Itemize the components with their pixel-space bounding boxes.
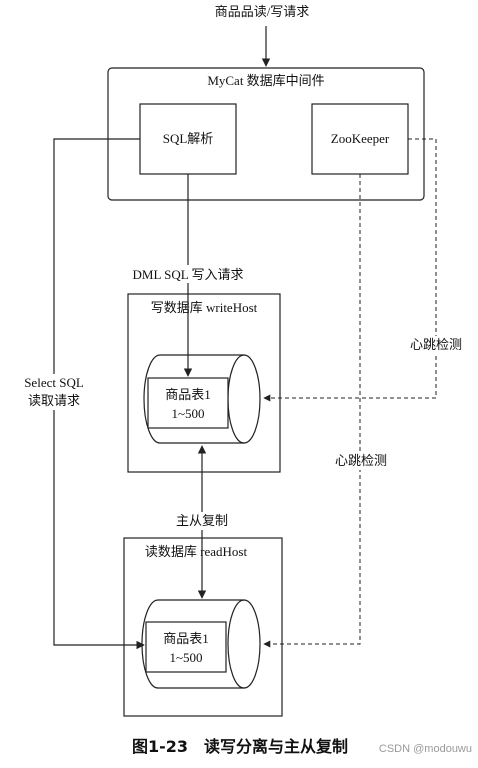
heartbeat-read-label: 心跳检测 <box>335 453 387 468</box>
write-table-range: 1~500 <box>171 406 204 421</box>
mycat-middleware-box <box>107 67 425 201</box>
read-table-range: 1~500 <box>169 650 202 665</box>
watermark: CSDN @modouwu <box>379 743 472 755</box>
read-db-title: 读数据库 readHost <box>145 544 248 559</box>
read-table-box <box>145 621 227 673</box>
heartbeat-write-label: 心跳检测 <box>410 337 462 352</box>
sql-parser-label: SQL解析 <box>163 131 214 146</box>
read-table-name: 商品表1 <box>163 631 209 646</box>
select-read-label-2: 读取请求 <box>28 393 80 408</box>
figure-caption: 图1-23 读写分离与主从复制 <box>132 737 348 756</box>
replication-label: 主从复制 <box>176 513 228 528</box>
mycat-middleware-title: MyCat 数据库中间件 <box>207 73 324 88</box>
input-request-label: 商品品读/写请求 <box>215 4 310 19</box>
write-table-box <box>147 377 229 429</box>
heartbeat-write-arrow <box>263 138 437 402</box>
write-db-title: 写数据库 writeHost <box>151 300 258 315</box>
select-read-label-1: Select SQL <box>24 375 84 390</box>
zookeeper-label: ZooKeeper <box>331 131 390 146</box>
dml-write-label: DML SQL 写入请求 <box>133 267 244 282</box>
write-table-name: 商品表1 <box>165 387 211 402</box>
heartbeat-read-arrow <box>263 174 361 648</box>
